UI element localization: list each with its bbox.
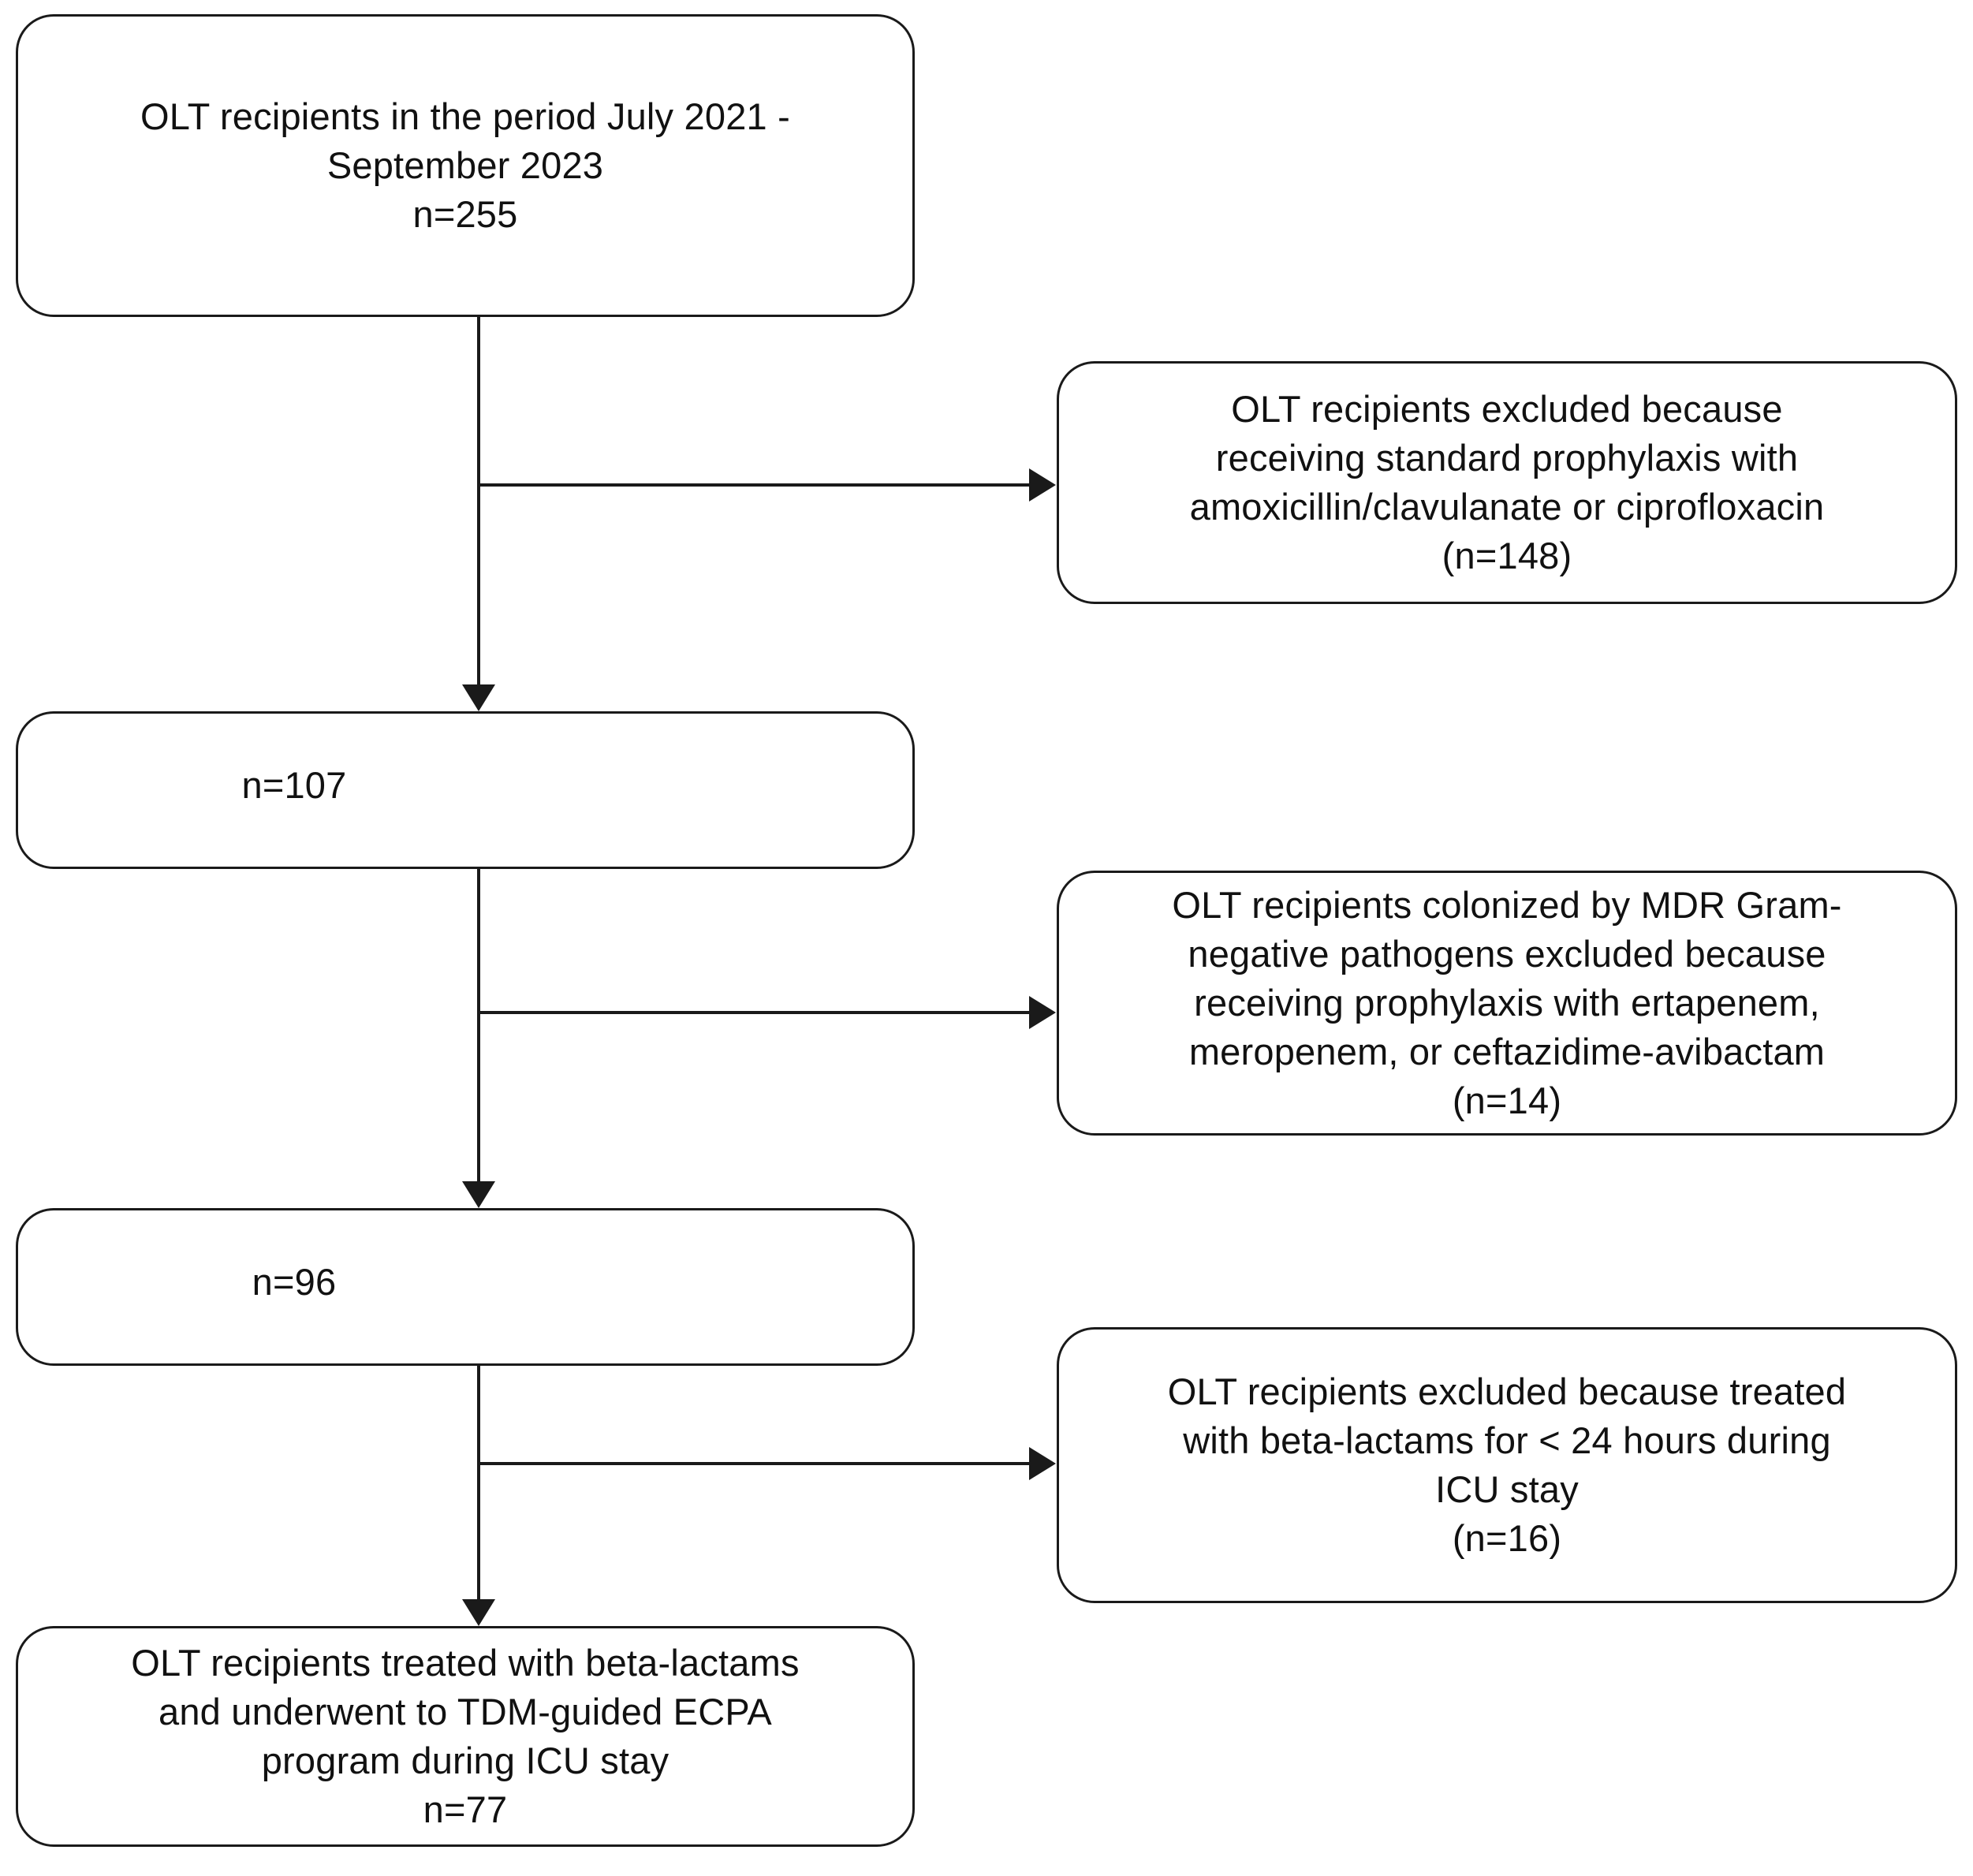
node-stage1-count-label: n=107 (241, 763, 347, 806)
connector-stage1-to-stage2 (477, 869, 480, 1181)
node-stage1-count: n=107 (16, 711, 915, 869)
arrowhead-down-to-stage1 (462, 684, 495, 711)
arrowhead-down-to-stage2 (462, 1181, 495, 1208)
node-exclusion-mdr-colonized: OLT recipients colonized by MDR Gram- ne… (1057, 871, 1957, 1136)
connector-branch-to-exclusion2 (477, 1011, 1029, 1014)
node-final-cohort-label: OLT recipients treated with beta-lactams… (131, 1641, 800, 1831)
node-final-cohort: OLT recipients treated with beta-lactams… (16, 1626, 915, 1847)
connector-branch-to-exclusion1 (477, 483, 1029, 487)
node-source-cohort: OLT recipients in the period July 2021 -… (16, 14, 915, 317)
node-exclusion-standard-prophylaxis: OLT recipients excluded because receivin… (1057, 361, 1957, 604)
connector-branch-to-exclusion3 (477, 1462, 1029, 1465)
node-source-cohort-label: OLT recipients in the period July 2021 -… (140, 95, 790, 236)
node-stage2-count-label: n=96 (252, 1260, 337, 1303)
node-exclusion-short-betalactam-label: OLT recipients excluded because treated … (1167, 1370, 1847, 1560)
node-exclusion-standard-prophylaxis-label: OLT recipients excluded because receivin… (1189, 387, 1825, 577)
node-stage2-count: n=96 (16, 1208, 915, 1366)
arrowhead-right-to-exclusion3 (1029, 1447, 1056, 1480)
connector-stage2-to-final (477, 1366, 480, 1599)
arrowhead-right-to-exclusion2 (1029, 996, 1056, 1029)
node-exclusion-short-betalactam: OLT recipients excluded because treated … (1057, 1327, 1957, 1603)
arrowhead-right-to-exclusion1 (1029, 468, 1056, 502)
node-exclusion-mdr-colonized-label: OLT recipients colonized by MDR Gram- ne… (1172, 883, 1842, 1122)
connector-source-to-stage1 (477, 317, 480, 684)
arrowhead-down-to-final (462, 1599, 495, 1626)
